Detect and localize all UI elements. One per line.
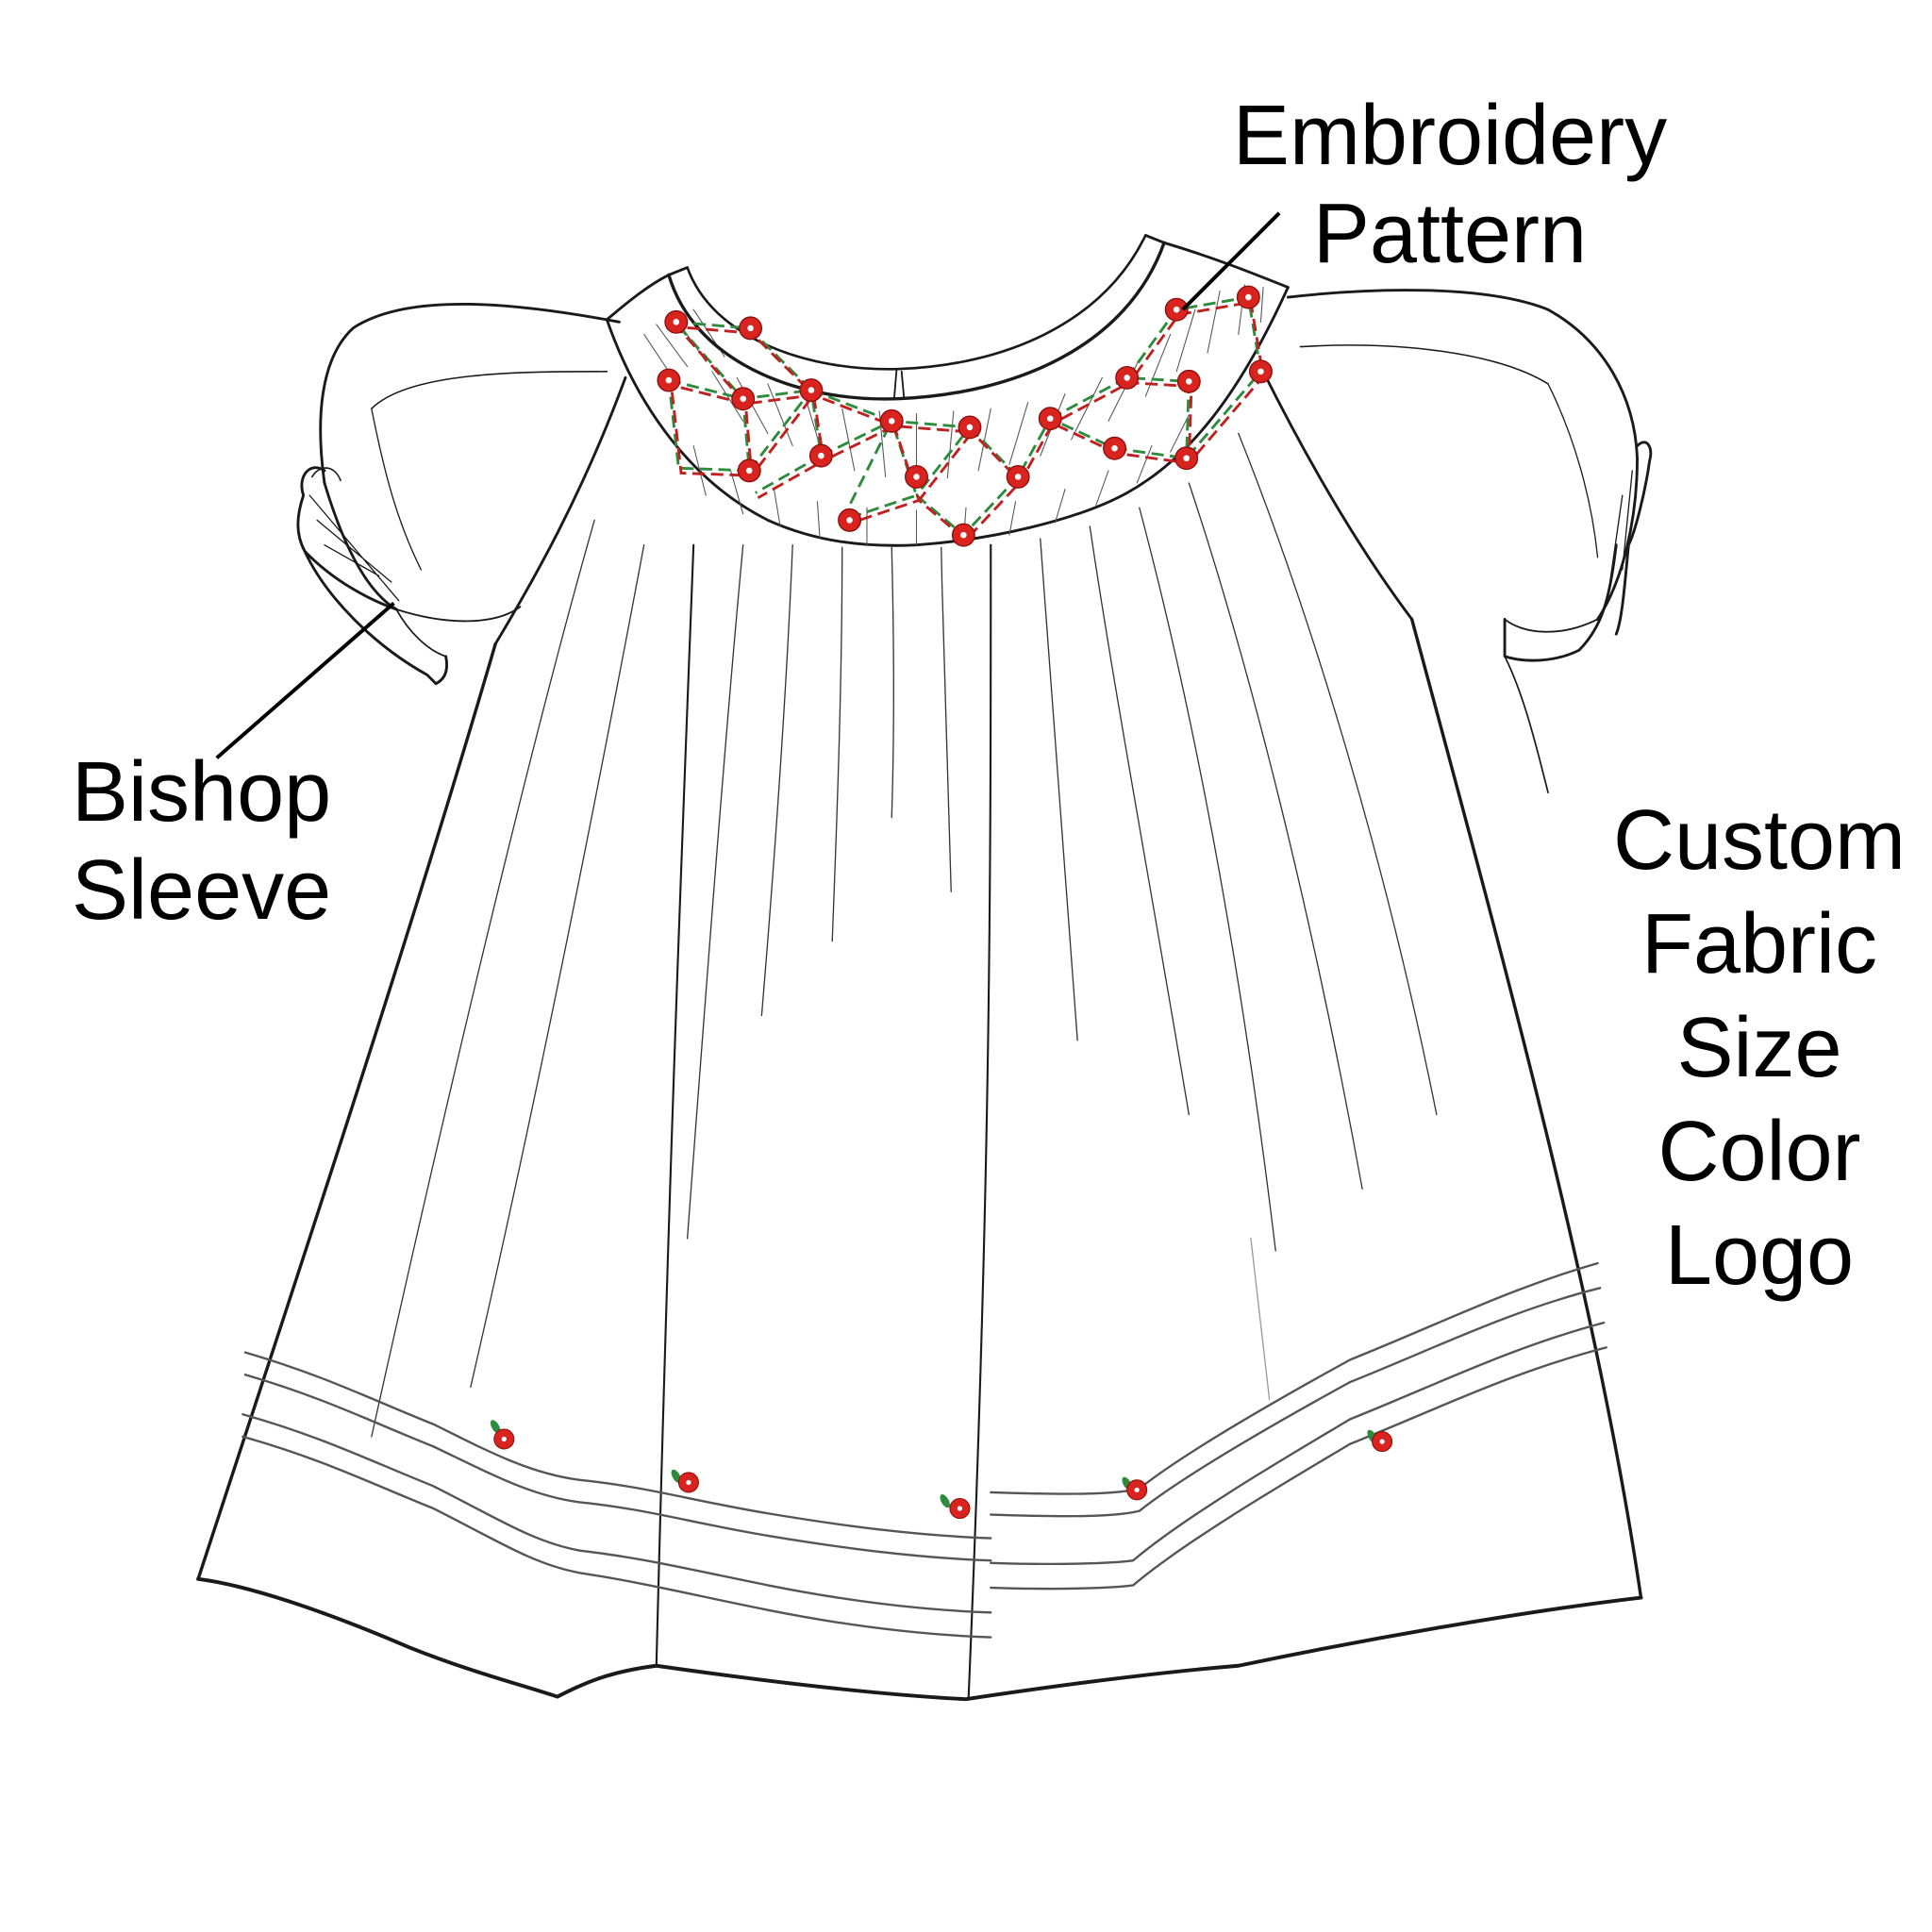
option-custom: Custom [1612,793,1907,888]
custom-options-list: Custom Fabric Size Color Logo [1604,789,1915,1307]
option-logo: Logo [1664,1208,1855,1303]
option-color: Color [1657,1105,1861,1199]
label-line: Bishop [72,745,332,840]
right-sleeve [1286,289,1653,662]
option-size: Size [1676,1001,1842,1095]
label-line: Sleeve [72,843,332,938]
label-line: Embroidery [1232,89,1668,183]
leader-line [215,211,1281,759]
bishop-sleeve-label: Bishop Sleeve [72,743,331,940]
dress-body [196,370,1643,1702]
rosebud-embroidery [657,285,1273,547]
left-sleeve [296,303,621,686]
hem-rosebuds [490,1420,1393,1520]
label-line: Pattern [1312,187,1588,281]
neckline [667,233,1166,401]
option-fabric: Fabric [1641,897,1878,991]
embroidery-pattern-label: Embroidery Pattern [1219,87,1681,283]
